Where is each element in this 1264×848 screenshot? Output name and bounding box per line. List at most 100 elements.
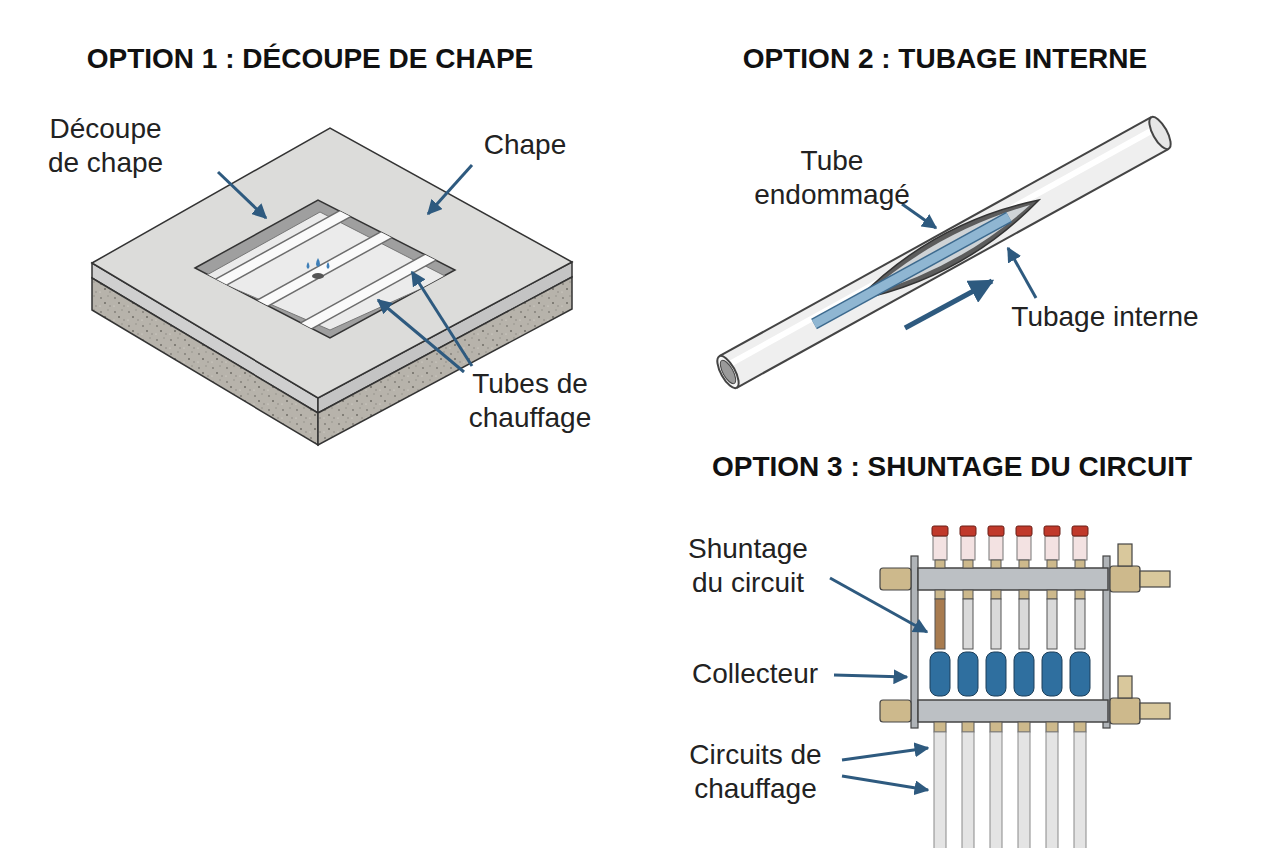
water-drop xyxy=(307,262,310,269)
air-vent xyxy=(1118,676,1132,698)
brass-neck xyxy=(1074,722,1086,732)
part-label: Tube endommagé xyxy=(747,144,917,212)
valve-cap xyxy=(1070,652,1090,696)
brass-neck xyxy=(1075,590,1085,599)
circuit-pipe xyxy=(1074,732,1086,848)
brass-neck xyxy=(935,590,945,599)
circuit-shunt xyxy=(935,599,945,649)
flow-meter-body xyxy=(989,536,1003,560)
valve-stem xyxy=(1047,599,1057,649)
flow-meter-body xyxy=(961,536,975,560)
circuit-pipe xyxy=(1046,732,1058,848)
heating-tube xyxy=(295,252,440,332)
pipe-outline xyxy=(728,133,1160,372)
valve-cap xyxy=(958,652,978,696)
brass-neck xyxy=(962,722,974,732)
leak-spot xyxy=(312,273,324,279)
pipe-opening xyxy=(713,353,743,391)
leader-arrow xyxy=(1008,248,1036,298)
leader-arrow xyxy=(412,272,472,366)
heating-tube xyxy=(205,211,350,291)
leader-arrow xyxy=(834,675,907,677)
brass-neck xyxy=(1019,560,1029,568)
circuit-pipe xyxy=(990,732,1002,848)
part-label: Shuntage du circuit xyxy=(683,532,813,600)
heating-tube xyxy=(295,252,440,332)
water-drop xyxy=(327,262,330,269)
brass-neck xyxy=(963,560,973,568)
valve-body xyxy=(1110,698,1140,724)
valve-stem xyxy=(1019,599,1029,649)
flow-meter-body xyxy=(1017,536,1031,560)
brass-neck xyxy=(963,590,973,599)
leader-arrows xyxy=(902,204,1036,298)
valve-stem xyxy=(1075,599,1085,649)
pipe-end xyxy=(1145,114,1175,152)
brass-neck xyxy=(934,722,946,732)
flow-meter-cap xyxy=(1016,526,1032,536)
circuit-column xyxy=(958,526,978,848)
option-heading: OPTION 2 : TUBAGE INTERNE xyxy=(705,42,1185,76)
heating-tube xyxy=(205,211,350,291)
manifold xyxy=(880,526,1170,848)
leader-arrows xyxy=(830,578,928,790)
circuit-pipe xyxy=(934,732,946,848)
inner-liner xyxy=(814,217,1009,324)
flow-meter-body xyxy=(1045,536,1059,560)
pipe-body xyxy=(728,133,1160,372)
valve-cap xyxy=(930,652,950,696)
flow-meter-body xyxy=(933,536,947,560)
brass-neck xyxy=(1047,560,1057,568)
flow-meter-cap xyxy=(1072,526,1088,536)
slab-top-face xyxy=(92,128,572,398)
leader-arrow xyxy=(218,172,266,218)
brass-neck xyxy=(1019,590,1029,599)
brass-neck xyxy=(991,590,1001,599)
brass-fitting xyxy=(880,700,911,722)
heating-tube xyxy=(250,230,395,310)
leader-arrow xyxy=(842,776,928,790)
flow-meter-body xyxy=(1073,536,1087,560)
leader-arrow xyxy=(842,748,928,760)
brass-neck xyxy=(1018,722,1030,732)
circuit-pipe xyxy=(1018,732,1030,848)
option-heading: OPTION 1 : DÉCOUPE DE CHAPE xyxy=(40,42,580,76)
circuit-column xyxy=(986,526,1006,848)
valve-thread xyxy=(1140,703,1170,719)
heating-tube xyxy=(250,230,395,310)
circuit-column xyxy=(1042,526,1062,848)
brass-neck xyxy=(935,560,945,568)
valve-stem xyxy=(963,599,973,649)
manifold-rail xyxy=(911,556,918,728)
damaged-pipe xyxy=(713,114,1175,391)
flow-meter-cap xyxy=(932,526,948,536)
part-label: Tubage interne xyxy=(995,300,1215,334)
brass-neck xyxy=(1075,560,1085,568)
part-label: Tubes de chauffage xyxy=(460,367,600,435)
valve-body xyxy=(1110,566,1140,592)
brass-neck xyxy=(1047,590,1057,599)
screed-cutout xyxy=(195,200,455,338)
flow-meter-cap xyxy=(1044,526,1060,536)
inner-liner-outline xyxy=(814,217,1009,324)
valve-cap xyxy=(1042,652,1062,696)
air-vent xyxy=(1118,544,1132,566)
part-label: Circuits de chauffage xyxy=(683,738,828,806)
circuit-pipe xyxy=(962,732,974,848)
leader-arrows xyxy=(218,165,472,372)
water-drop xyxy=(316,258,320,267)
leader-arrow xyxy=(830,578,927,632)
leader-arrow xyxy=(428,165,472,214)
brass-fitting xyxy=(880,568,911,590)
flow-meter-cap xyxy=(960,526,976,536)
manifold-columns xyxy=(930,526,1090,848)
valve-cap xyxy=(1014,652,1034,696)
leak-drops xyxy=(307,258,330,279)
circuit-column xyxy=(1014,526,1034,848)
supply-bar xyxy=(918,568,1108,590)
cutout-floor xyxy=(205,211,447,332)
pipe-bore xyxy=(717,358,738,386)
valve-stem xyxy=(991,599,1001,649)
